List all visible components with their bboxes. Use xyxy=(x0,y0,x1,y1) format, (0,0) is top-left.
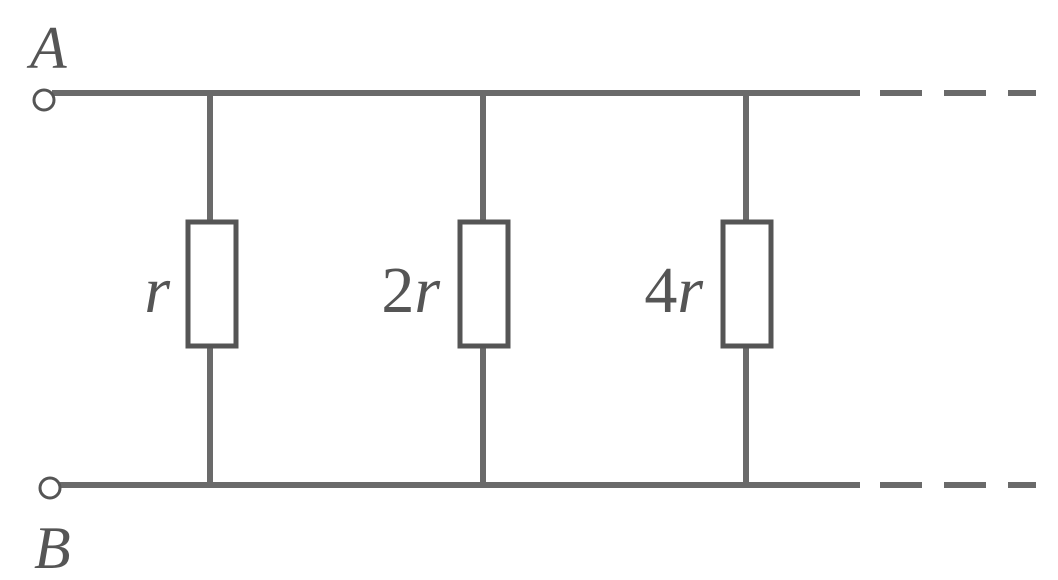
resistor-4r xyxy=(720,219,774,349)
terminal-b-icon xyxy=(38,476,62,500)
resistor-label-2r: 2r xyxy=(381,254,440,327)
resistor-r xyxy=(185,219,239,349)
terminal-label-b: B xyxy=(34,515,71,580)
resistor-label-4r: 4r xyxy=(644,254,703,327)
terminal-a-icon xyxy=(32,88,56,112)
resistor-label-r: r xyxy=(144,254,170,327)
terminal-label-a: A xyxy=(26,15,67,81)
resistor-2r xyxy=(457,219,511,349)
resistor-branch-4r: 4r xyxy=(644,93,774,485)
resistor-branch-2r: 2r xyxy=(381,93,511,485)
resistor-branch-r: r xyxy=(144,93,239,485)
